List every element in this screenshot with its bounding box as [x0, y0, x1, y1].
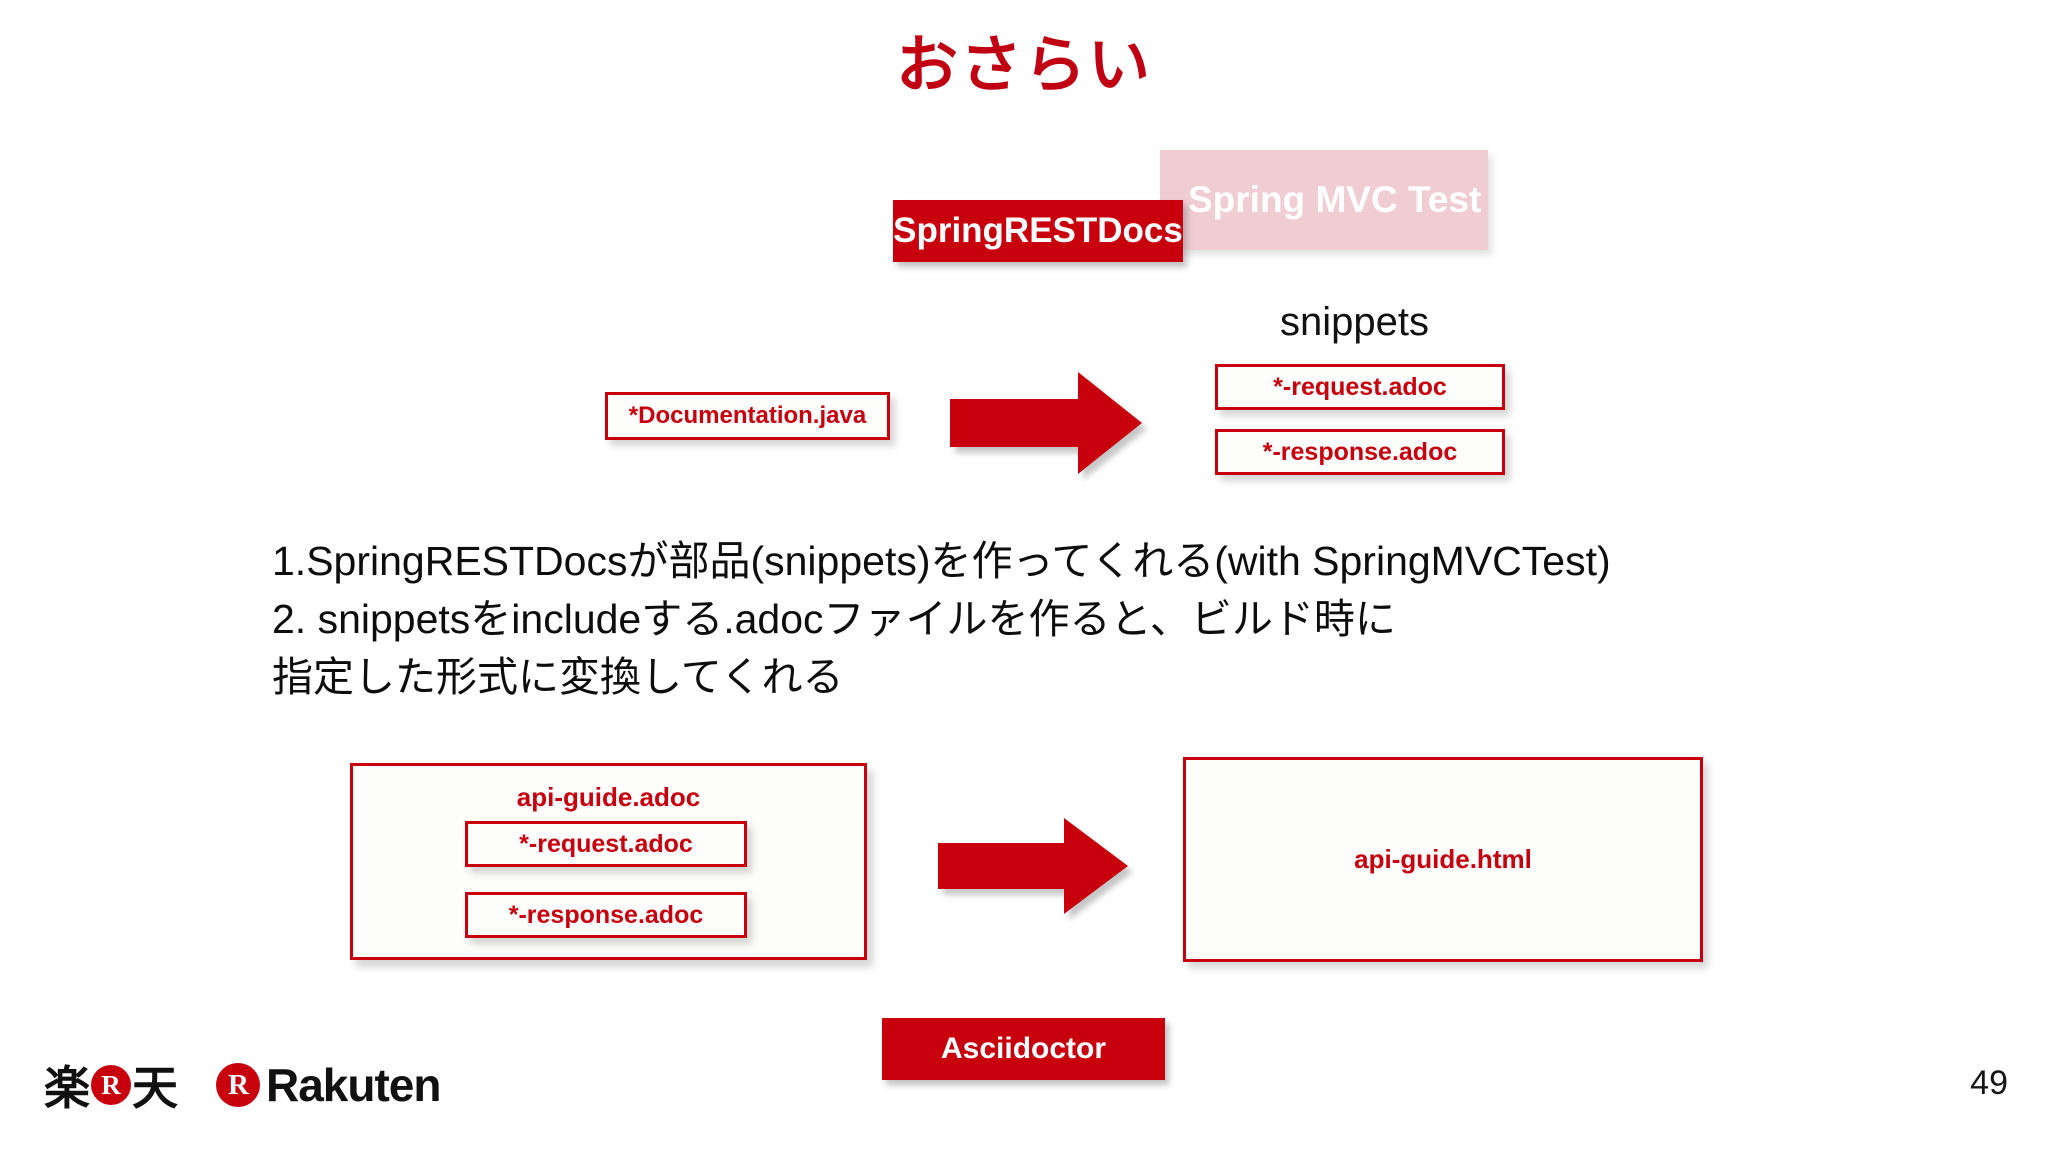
- asciidoctor-label: Asciidoctor: [940, 1032, 1107, 1065]
- body-line-1: 1.SpringRESTDocsが部品(snippets)を作ってくれる(wit…: [272, 538, 1611, 584]
- api-guide-adoc-title: api-guide.adoc: [516, 782, 701, 812]
- container-item-response: *-response.adoc: [465, 892, 747, 938]
- api-guide-html-box: api-guide.html: [1183, 757, 1703, 962]
- body-line-2: 2. snippetsをincludeする.adocファイルを作ると、ビルド時に: [272, 596, 1396, 642]
- container-item-response-label: *-response.adoc: [508, 900, 704, 929]
- api-guide-html-label: api-guide.html: [1354, 844, 1532, 874]
- documentation-java-box: *Documentation.java: [605, 392, 890, 440]
- documentation-java-label: *Documentation.java: [628, 402, 867, 429]
- snippet-response-label: *-response.adoc: [1262, 437, 1458, 466]
- body-line-3: 指定した形式に変換してくれる: [272, 654, 844, 700]
- snippet-box-request: *-request.adoc: [1215, 364, 1505, 410]
- rakuten-logo-en: R Rakuten: [216, 1058, 441, 1112]
- right-arrow-icon-bottom: [938, 818, 1138, 914]
- container-item-request: *-request.adoc: [465, 821, 747, 867]
- rakuten-r-mark-icon-jp: R: [91, 1065, 131, 1105]
- rakuten-logo-en-text: Rakuten: [266, 1059, 441, 1111]
- snippets-label: snippets: [1280, 300, 1429, 344]
- snippet-box-response: *-response.adoc: [1215, 429, 1505, 475]
- spring-mvc-test-label: Spring MVC Test: [1188, 179, 1482, 220]
- container-item-request-label: *-request.adoc: [519, 829, 693, 858]
- spring-mvc-test-box: Spring MVC Test: [1160, 150, 1488, 250]
- page-title: おさらい: [895, 31, 1152, 100]
- spring-restdocs-label: SpringRESTDocs: [893, 211, 1183, 250]
- rakuten-logo-jp-right: 天: [132, 1062, 178, 1114]
- asciidoctor-box: Asciidoctor: [882, 1018, 1165, 1080]
- rakuten-logo-jp-left: 楽: [44, 1062, 90, 1114]
- rakuten-logo-jp: 楽 R 天: [44, 1052, 178, 1118]
- spring-restdocs-box: SpringRESTDocs: [893, 200, 1183, 262]
- snippet-request-label: *-request.adoc: [1273, 372, 1447, 401]
- page-number: 49: [1970, 1064, 2008, 1102]
- rakuten-r-mark-icon-en: R: [216, 1063, 260, 1107]
- rakuten-logos: 楽 R 天 R Rakuten: [44, 1052, 441, 1118]
- right-arrow-icon-top: [950, 372, 1150, 474]
